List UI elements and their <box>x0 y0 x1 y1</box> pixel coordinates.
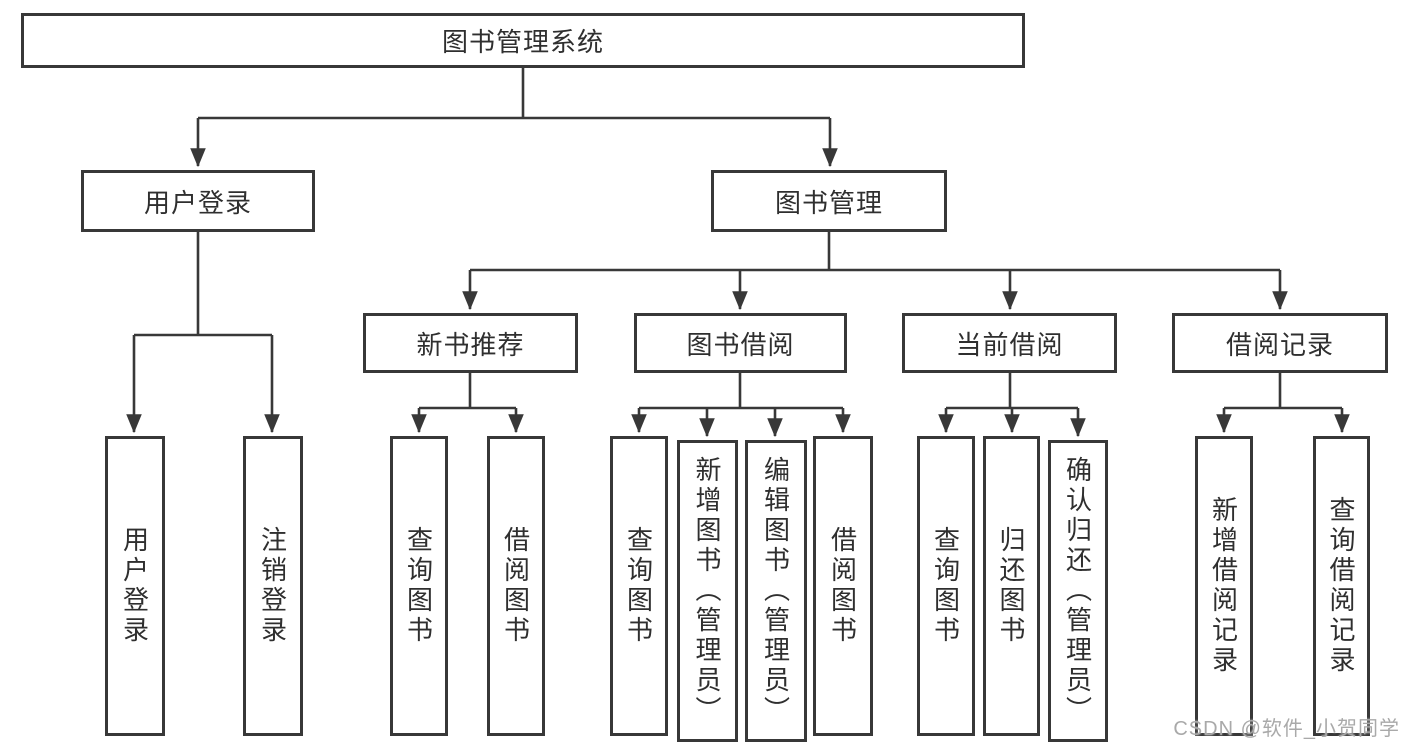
leaf-edit-book-admin: 编辑图书（管理员） <box>745 440 807 742</box>
node-book-management: 图书管理 <box>711 170 947 232</box>
leaf-return-book: 归还图书 <box>983 436 1040 736</box>
leaf-confirm-return-admin: 确认归还（管理员） <box>1048 440 1108 742</box>
leaf-borrow-borrow-book: 借阅图书 <box>813 436 873 736</box>
node-root: 图书管理系统 <box>21 13 1025 68</box>
node-user-login: 用户登录 <box>81 170 315 232</box>
node-current-borrow: 当前借阅 <box>902 313 1117 373</box>
node-book-borrow: 图书借阅 <box>634 313 847 373</box>
leaf-add-borrow-record: 新增借阅记录 <box>1195 436 1253 736</box>
leaf-add-book-admin: 新增图书（管理员） <box>677 440 738 742</box>
node-new-book-recommend: 新书推荐 <box>363 313 578 373</box>
leaf-recommend-query-book: 查询图书 <box>390 436 448 736</box>
leaf-recommend-borrow-book: 借阅图书 <box>487 436 545 736</box>
csdn-watermark: CSDN @软件_小贺同学 <box>1173 718 1400 740</box>
leaf-query-borrow-record: 查询借阅记录 <box>1313 436 1370 736</box>
leaf-user-login: 用户登录 <box>105 436 165 736</box>
leaf-current-query-book: 查询图书 <box>917 436 975 736</box>
leaf-borrow-query-book: 查询图书 <box>610 436 668 736</box>
node-borrow-record: 借阅记录 <box>1172 313 1388 373</box>
leaf-logout: 注销登录 <box>243 436 303 736</box>
